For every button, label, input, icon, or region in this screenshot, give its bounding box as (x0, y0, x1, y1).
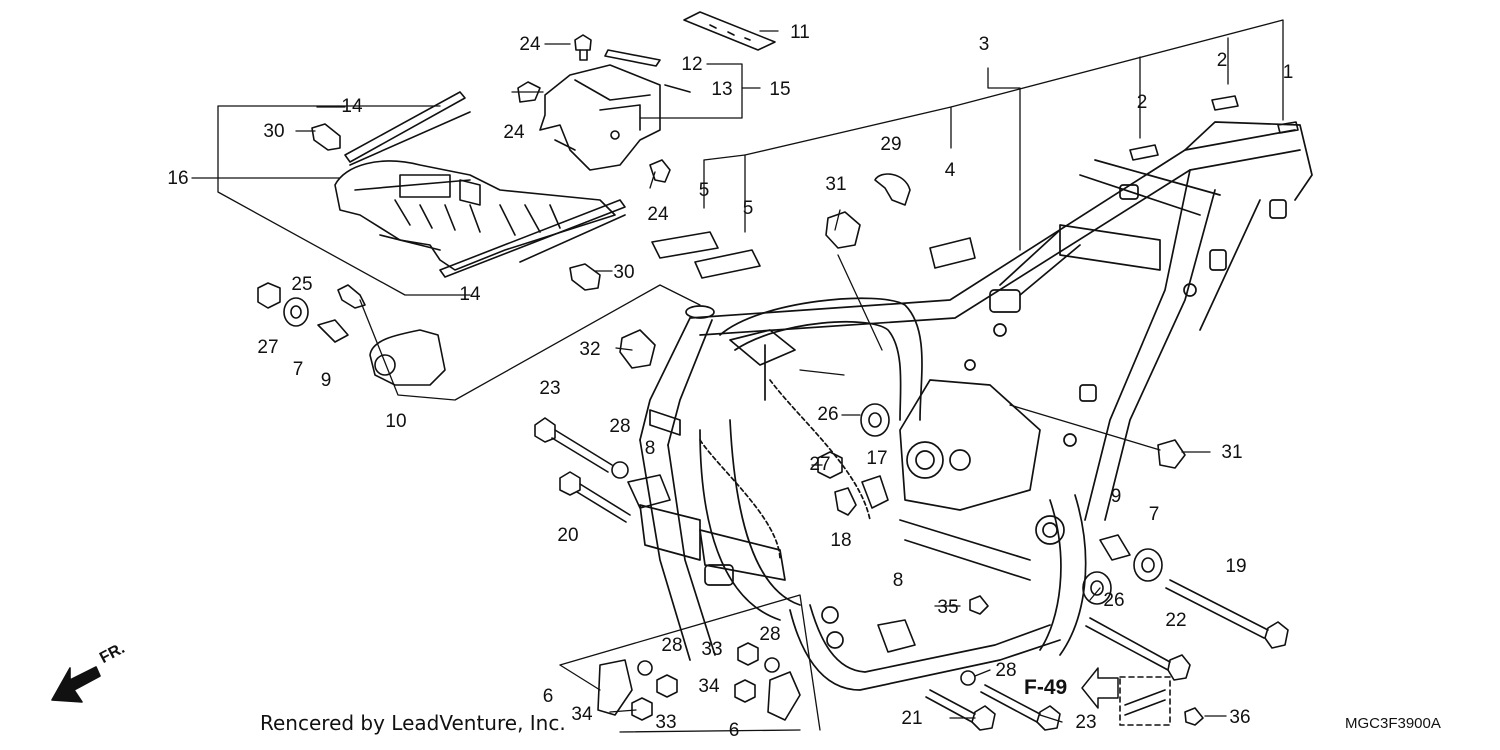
callout-29: 29 (880, 134, 901, 155)
callout-17: 17 (866, 448, 887, 469)
render-credit: Rencered by LeadVenture, Inc. (260, 711, 566, 735)
main-frame (639, 121, 1313, 691)
leader-lines (191, 19, 1284, 733)
callout-24: 24 (647, 204, 669, 225)
callout-30: 30 (613, 262, 634, 283)
cross-reference-arrow (1081, 667, 1171, 726)
callout-31: 31 (1221, 442, 1242, 463)
callout-24: 24 (519, 34, 541, 55)
callout-5: 5 (743, 198, 754, 219)
cross-reference-label: F-49 (1024, 676, 1068, 699)
callout-23: 23 (539, 378, 560, 399)
callout-25: 25 (291, 274, 312, 295)
callout-2: 2 (1137, 92, 1148, 113)
callout-31: 31 (825, 174, 846, 195)
callout-28: 28 (995, 660, 1016, 681)
callout-8: 8 (645, 438, 656, 459)
callout-15: 15 (769, 79, 790, 100)
callout-2: 2 (1217, 50, 1228, 71)
callout-22: 22 (1165, 610, 1186, 631)
battery-tray-assembly (334, 91, 626, 278)
callout-13: 13 (711, 79, 732, 100)
callout-7: 7 (293, 359, 304, 380)
bolts (534, 417, 1289, 731)
callout-27: 27 (257, 337, 278, 358)
callout-4: 4 (945, 160, 956, 181)
callout-30: 30 (263, 121, 284, 142)
callout-14: 14 (341, 96, 363, 117)
callout-34: 34 (571, 704, 593, 725)
callout-27: 27 (809, 454, 830, 475)
front-arrow-icon (51, 666, 101, 703)
callout-28: 28 (661, 635, 682, 656)
callout-6: 6 (729, 720, 740, 741)
callout-32: 32 (579, 339, 600, 360)
callout-20: 20 (557, 525, 578, 546)
callout-12: 12 (681, 54, 702, 75)
callout-1: 1 (1283, 62, 1294, 83)
callout-34: 34 (698, 676, 720, 697)
callout-16: 16 (167, 168, 188, 189)
callout-numbers: 1223455667788991011121314141516171819202… (167, 22, 1293, 741)
callout-24: 24 (503, 122, 525, 143)
callout-26: 26 (817, 404, 838, 425)
callout-28: 28 (609, 416, 630, 437)
callout-36: 36 (1229, 707, 1250, 728)
top-bracket-assembly (539, 11, 776, 171)
callout-28: 28 (759, 624, 780, 645)
callout-18: 18 (830, 530, 851, 551)
callout-9: 9 (1111, 486, 1122, 507)
callout-19: 19 (1225, 556, 1246, 577)
callout-10: 10 (385, 411, 406, 432)
diagram-code: MGC3F3900A (1345, 715, 1441, 732)
small-parts (257, 34, 1299, 726)
callout-5: 5 (699, 180, 710, 201)
callout-7: 7 (1149, 504, 1160, 525)
callout-3: 3 (979, 34, 990, 55)
callout-9: 9 (321, 370, 332, 391)
callout-23: 23 (1075, 712, 1096, 733)
callout-33: 33 (701, 639, 722, 660)
callout-21: 21 (901, 708, 922, 729)
callout-8: 8 (893, 570, 904, 591)
callout-14: 14 (459, 284, 481, 305)
callout-26: 26 (1103, 590, 1124, 611)
callout-11: 11 (790, 22, 810, 43)
callout-35: 35 (937, 597, 958, 618)
callout-6: 6 (543, 686, 554, 707)
callout-33: 33 (655, 712, 676, 733)
